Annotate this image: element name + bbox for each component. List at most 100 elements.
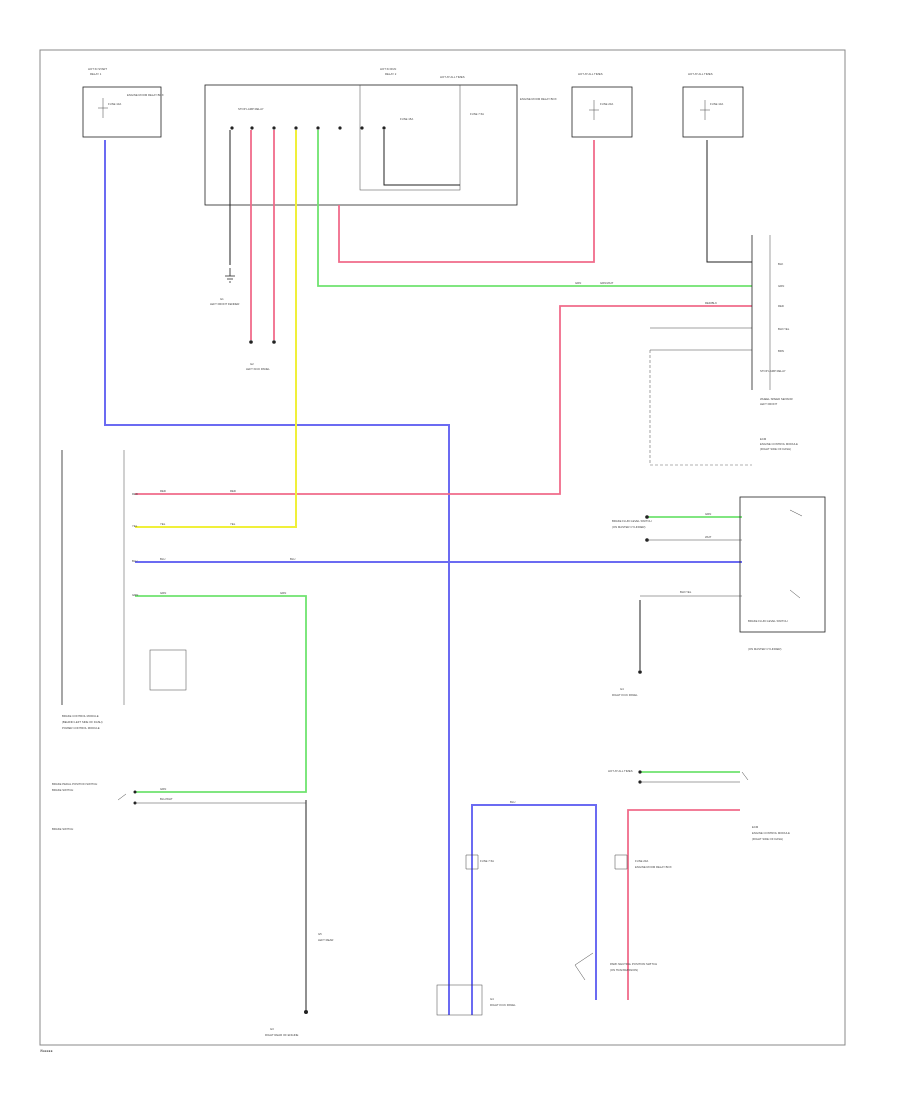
diagram-label: RELAY 1 bbox=[90, 72, 102, 76]
relay-box-center: HOT IN RUN RELAY 2 HOT AT ALL TIMES STOP… bbox=[204, 67, 557, 206]
diagram-label: LEFT REAR bbox=[318, 938, 333, 942]
diagram-label: PARK NEUTRAL POSITION SWITCH bbox=[610, 962, 657, 966]
diagram-label: (RIGHT SIDE OF DASH) bbox=[760, 447, 791, 451]
right-ground: ECM ENGINE CONTROL MODULE (RIGHT SIDE OF… bbox=[760, 437, 798, 451]
diagram-label: POWER CONTROL MODULE bbox=[62, 726, 100, 730]
diagram-label: GRN bbox=[575, 281, 581, 285]
blue-wire-main bbox=[104, 140, 450, 1015]
diagram-label: ENGINE CONTROL MODULE bbox=[752, 831, 790, 835]
diagram-label: FUSE 10A bbox=[108, 102, 121, 106]
diagram-label: GRN bbox=[132, 593, 138, 597]
diagram-label: BRN bbox=[778, 349, 784, 353]
diagram-label: STOP LAMP RELAY bbox=[760, 369, 786, 373]
diagram-label: RIGHT KICK PANEL bbox=[490, 1003, 516, 1007]
diagram-label: G5 bbox=[318, 932, 322, 936]
diagram-label: BRAKE SWITCH bbox=[52, 788, 73, 792]
fuse-block-right-2: HOT AT ALL TIMES FUSE 10A bbox=[682, 72, 744, 138]
diagram-label: RED bbox=[230, 489, 236, 493]
bottom-center-components: G4 RIGHT KICK PANEL FUSE 7.5A FUSE 20A E… bbox=[436, 854, 672, 1016]
diagram-label: BRAKE FLUID LEVEL SWITCH bbox=[748, 619, 788, 623]
right-connector: BLK GRN RED BLK/YEL BRN STOP LAMP RELAY … bbox=[751, 235, 793, 406]
green-wire-module bbox=[135, 595, 307, 793]
diagram-label: HOT AT ALL TIMES bbox=[608, 769, 633, 773]
diagram-label: BLK/YEL bbox=[680, 590, 692, 594]
diagram-label: GRN bbox=[160, 787, 166, 791]
fuse-block-left: HOT IN START RELAY 1 FUSE 10A ENGINE ROO… bbox=[82, 67, 164, 138]
diagram-label: HOT AT ALL TIMES bbox=[440, 75, 465, 79]
yellow-wire bbox=[135, 130, 297, 528]
diagram-label: BRAKE SWITCH bbox=[52, 827, 73, 831]
diagram-label: HOT AT ALL TIMES bbox=[578, 72, 603, 76]
diagram-label: LEFT FRONT FENDER bbox=[210, 302, 239, 306]
fuse-block-right-1: HOT AT ALL TIMES FUSE 20A bbox=[571, 72, 633, 138]
diagram-label: ECM bbox=[752, 825, 759, 829]
diagram-label: (BEHIND LEFT SIDE OF DASH) bbox=[62, 720, 103, 724]
diagram-label: FUSE 20A bbox=[635, 859, 648, 863]
red-wire-bottom-right bbox=[627, 809, 740, 1000]
diagram-label: (ON TRANSMISSION) bbox=[610, 968, 638, 972]
diagram-label: YEL bbox=[132, 524, 138, 528]
diagram-label: FUSE 15A bbox=[400, 117, 413, 121]
diagram-label: BLU bbox=[510, 800, 515, 804]
diagram-label: ECM bbox=[760, 437, 767, 441]
diagram-label: WHEEL SPEED SENSOR bbox=[760, 397, 793, 401]
diagram-label: YEL bbox=[160, 522, 166, 526]
diagram-label: (ON MASTER CYLINDER) bbox=[612, 525, 645, 529]
right-switch-box: BRAKE FLUID LEVEL SWITCH (ON MASTER CYLI… bbox=[612, 496, 826, 697]
ground-center: G2 LEFT KICK PANEL bbox=[246, 340, 276, 371]
diagram-label: BLU/WHT bbox=[160, 797, 173, 801]
diagram-label: RED bbox=[132, 492, 138, 496]
diagram-label: G3 bbox=[270, 1027, 274, 1031]
diagram-label: RELAY 2 bbox=[385, 72, 397, 76]
diagram-label: ENGINE ROOM RELAY BOX bbox=[635, 865, 672, 869]
diagram-label: BLU bbox=[132, 559, 137, 563]
diagram-label: WHT bbox=[705, 535, 712, 539]
diagram-label: G4 bbox=[490, 997, 494, 1001]
diagram-label: FUSE 7.5A bbox=[480, 859, 494, 863]
diagram-label: FUSE 10A bbox=[710, 102, 723, 106]
diagram-label: FUSE 20A bbox=[600, 102, 613, 106]
diagram-label: FUSE 7.5A bbox=[470, 112, 484, 116]
diagram-label: GRN bbox=[778, 284, 784, 288]
bottom-right-module: HOT AT ALL TIMES ECM ENGINE CONTROL MODU… bbox=[608, 769, 790, 841]
diagram-label: GRN/WHT bbox=[600, 281, 614, 285]
diagram-label: STOP LAMP RELAY bbox=[238, 107, 264, 111]
diagram-label: BLU bbox=[290, 557, 295, 561]
diagram-label: RIGHT REAR OF ENGINE bbox=[265, 1033, 298, 1037]
diagram-label: HOT AT ALL TIMES bbox=[688, 72, 713, 76]
main-module: RED YEL BLU GRN BRAKE CONTROL MODULE (BE… bbox=[61, 450, 187, 730]
red-wire-module bbox=[135, 305, 752, 495]
diagram-label: BRAKE PEDAL POSITION SWITCH bbox=[52, 782, 97, 786]
diagram-label: BLU bbox=[160, 557, 165, 561]
footer-label: W●●●●● bbox=[40, 1049, 53, 1053]
diagram-label: (RIGHT SIDE OF DASH) bbox=[752, 837, 783, 841]
diagram-label: BRAKE CONTROL MODULE bbox=[62, 714, 99, 718]
diagram-label: (ON MASTER CYLINDER) bbox=[748, 647, 781, 651]
diagram-label: GRN bbox=[280, 591, 286, 595]
diagram-label: RED bbox=[160, 489, 166, 493]
diagram-label: G4 bbox=[620, 687, 624, 691]
diagram-label: G1 bbox=[220, 297, 224, 301]
diagram-label: ENGINE CONTROL MODULE bbox=[760, 442, 798, 446]
diagram-label: RED/BLK bbox=[705, 301, 717, 305]
diagram-label: HOT IN START bbox=[88, 67, 107, 71]
blue-wire-bottom bbox=[471, 804, 597, 1015]
diagram-label: BRAKE FLUID LEVEL SWITCH bbox=[612, 519, 652, 523]
diagram-label: LEFT FRONT bbox=[760, 402, 777, 406]
diagram-label: RED bbox=[778, 304, 784, 308]
diagram-label: ENGINE ROOM RELAY BOX bbox=[520, 97, 557, 101]
green-wire-top bbox=[317, 130, 752, 287]
brake-pedal-switch: BRAKE PEDAL POSITION SWITCH BRAKE SWITCH… bbox=[52, 782, 333, 1037]
diagram-label: ENGINE ROOM RELAY BOX bbox=[127, 93, 164, 97]
diagram-label: LEFT KICK PANEL bbox=[246, 367, 270, 371]
diagram-label: YEL bbox=[230, 522, 236, 526]
diagram-label: HOT IN RUN bbox=[380, 67, 396, 71]
diagram-frame bbox=[39, 49, 846, 1046]
diagram-label: RIGHT KICK PANEL bbox=[612, 693, 638, 697]
diagram-label: BLK bbox=[778, 262, 783, 266]
diagram-label: GRN bbox=[705, 512, 711, 516]
diagram-label: G2 bbox=[250, 362, 254, 366]
ground-left: G1 LEFT FRONT FENDER bbox=[210, 268, 239, 306]
diagram-label: GRN bbox=[160, 591, 166, 595]
